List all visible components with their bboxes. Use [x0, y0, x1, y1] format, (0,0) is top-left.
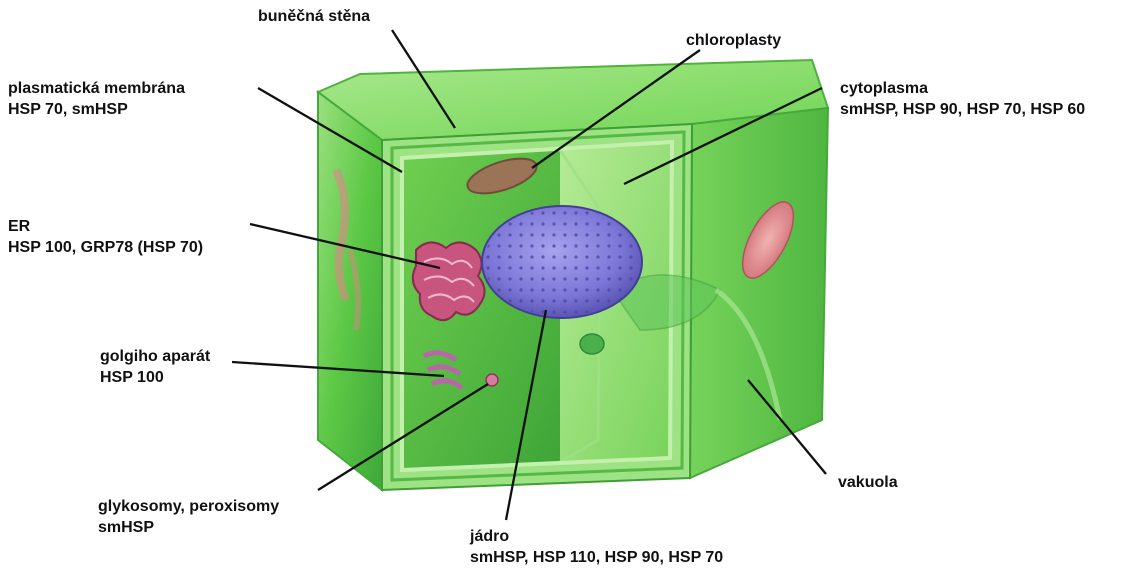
label-glykosomy: glykosomy, peroxisomy smHSP: [98, 496, 279, 538]
endoplasmic-reticulum: [413, 242, 485, 320]
label-jadro: jádro smHSP, HSP 110, HSP 90, HSP 70: [470, 526, 723, 568]
label-bunecna-stena: buněčná stěna: [258, 6, 370, 27]
label-chloroplasty: chloroplasty: [686, 30, 781, 51]
label-vakuola: vakuola: [838, 472, 898, 493]
label-golgi: golgiho aparát HSP 100: [100, 346, 210, 388]
label-cytoplasma: cytoplasma smHSP, HSP 90, HSP 70, HSP 60: [840, 78, 1085, 120]
label-plasmaticka-membrana: plasmatická membrána HSP 70, smHSP: [8, 78, 185, 120]
cell-front-face: [318, 92, 382, 490]
label-er: ER HSP 100, GRP78 (HSP 70): [8, 216, 203, 258]
